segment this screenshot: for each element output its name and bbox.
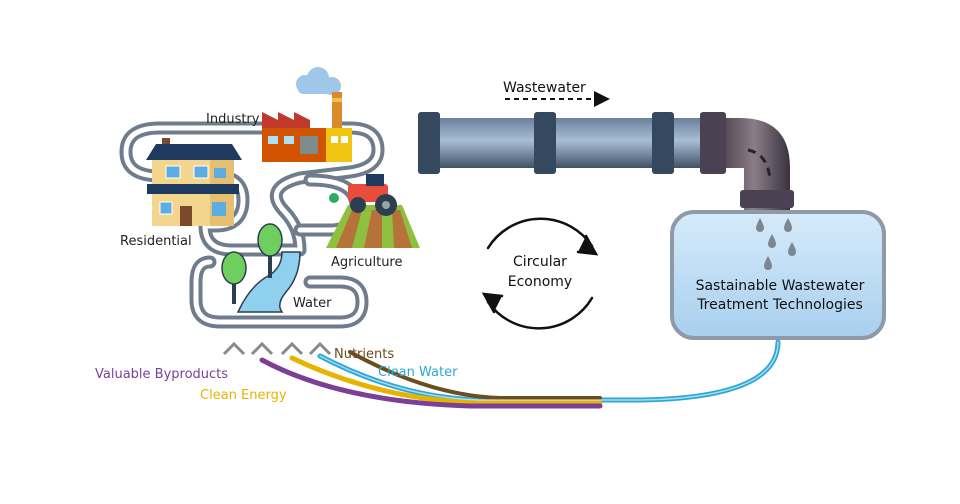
treatment-label-line1: Sastainable Wastewater (696, 278, 865, 294)
valuable-byproducts-label: Valuable Byproducts (95, 367, 228, 382)
wastewater-pipe (418, 112, 794, 210)
treatment-label-line2: Treatment Technologies (696, 297, 863, 313)
industry-label: Industry (206, 112, 260, 127)
cloud-icon (296, 67, 341, 95)
treatment-tank (670, 210, 886, 340)
agriculture-label: Agriculture (331, 255, 403, 270)
output-streams (259, 339, 781, 409)
circular-economy-line1: Circular (513, 254, 567, 270)
tree-icon (257, 223, 283, 278)
clean-energy-label: Clean Energy (200, 388, 287, 403)
residential-label: Residential (120, 234, 192, 249)
chevron-up-icon (222, 341, 332, 356)
wastewater-label: Wastewater (503, 80, 586, 96)
tractor-icon (326, 174, 420, 248)
winding-pipe (119, 121, 385, 329)
nutrients-label: Nutrients (334, 347, 394, 362)
tree-icon (221, 251, 247, 304)
water-drop-icon (756, 218, 796, 270)
factory-icon (262, 67, 352, 162)
cycle-arrows-icon (481, 217, 599, 330)
circular-economy-line2: Economy (508, 274, 572, 290)
water-stream (236, 251, 301, 313)
water-label: Water (293, 296, 332, 311)
house-icon (146, 138, 242, 226)
clean-water-label: Clean Water (378, 365, 458, 380)
